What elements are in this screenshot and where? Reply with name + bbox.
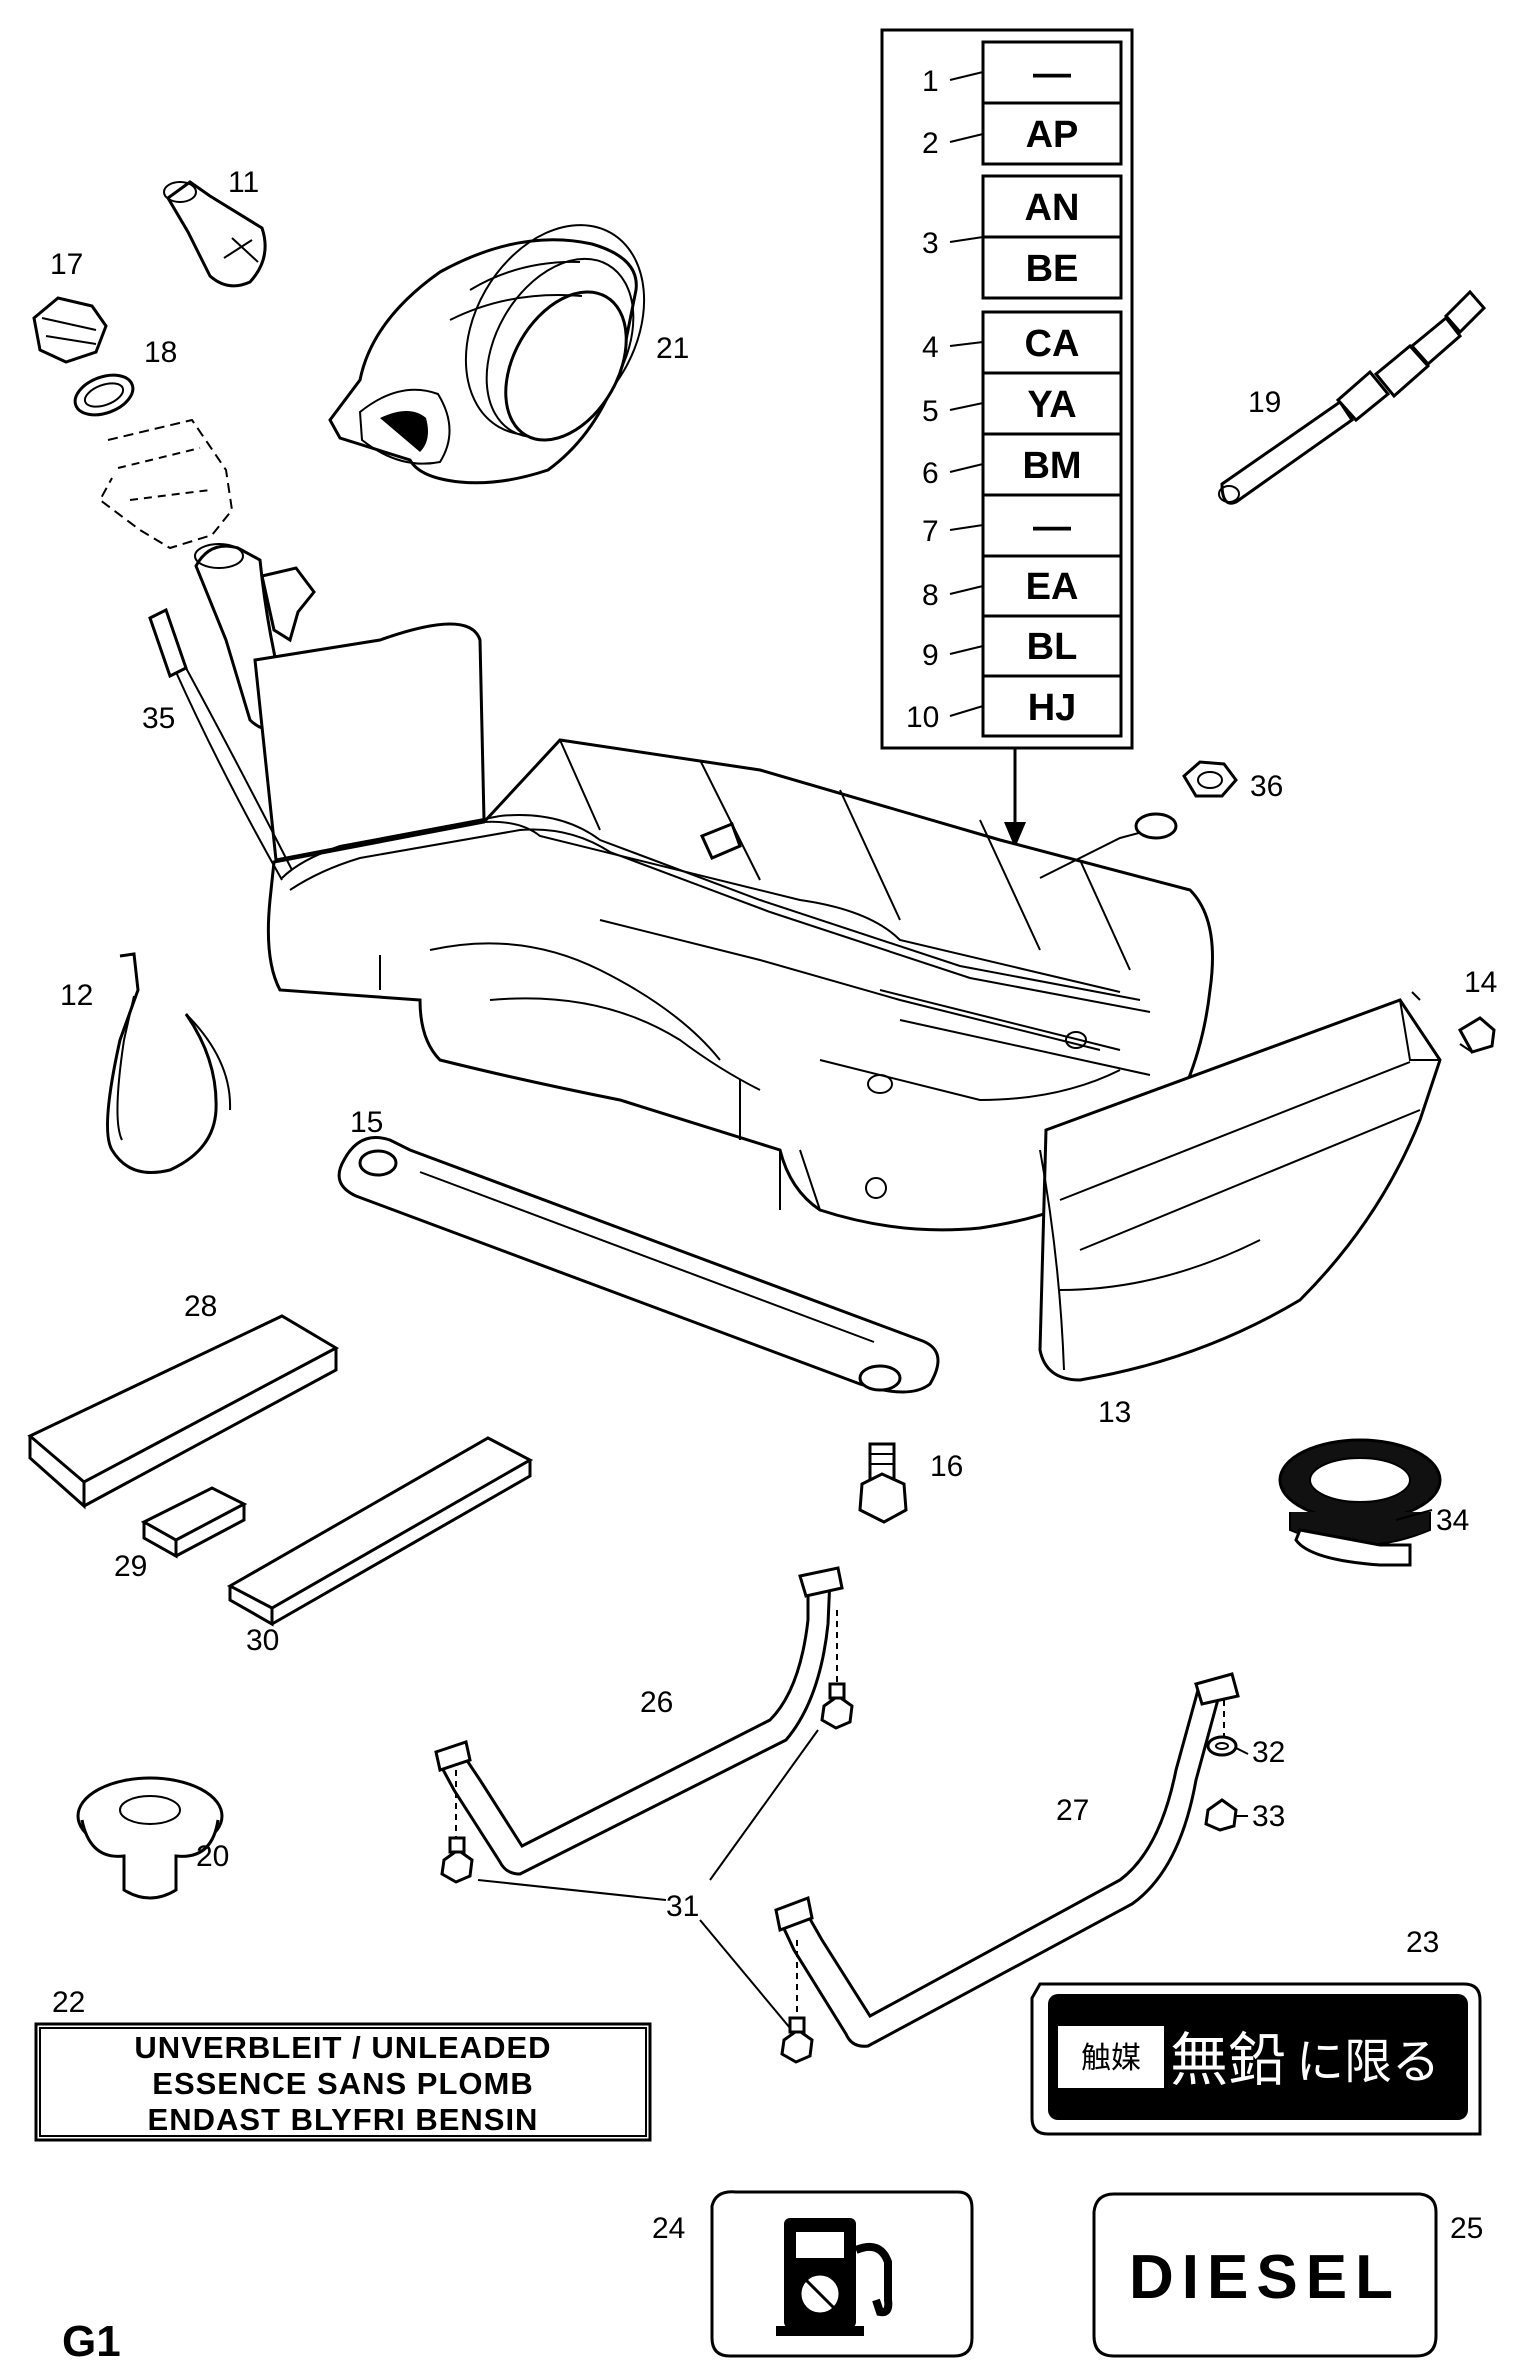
code-row-number: 5 xyxy=(922,395,939,428)
callout-31: 31 xyxy=(666,1890,699,1923)
label-23-tail-text: に限る xyxy=(1296,2034,1440,2090)
part-34-tape-roll xyxy=(1278,1438,1442,1567)
code-table-frame xyxy=(880,28,1134,750)
part-19-hose-connector xyxy=(1218,289,1487,505)
part-26-tank-strap xyxy=(434,1566,844,1876)
part-12-cable-tie xyxy=(106,952,232,1174)
callout-28: 28 xyxy=(184,1290,217,1323)
callout-13: 13 xyxy=(1098,1396,1131,1429)
part-18-seal-ring xyxy=(73,373,135,417)
fuel-pump-icon xyxy=(776,2218,893,2336)
code-row-number: 2 xyxy=(922,127,939,160)
code-row-number: 1 xyxy=(922,65,939,98)
label-22-line: UNVERBLEIT / UNLEADED xyxy=(134,2030,551,2065)
code-row-number: 4 xyxy=(922,331,939,364)
callout-leaders xyxy=(1235,1509,1433,1817)
part-35-wire-harness xyxy=(148,607,293,881)
part-30-pad xyxy=(226,1436,534,1627)
code-row-number: 7 xyxy=(922,515,939,548)
part-25-diesel-label: DIESEL xyxy=(1092,2192,1438,2358)
part-28-pad xyxy=(27,1314,340,1510)
part-17-cap xyxy=(32,296,108,364)
callout-24: 24 xyxy=(652,2212,685,2245)
callout-25: 25 xyxy=(1450,2212,1483,2245)
code-value: — xyxy=(1033,506,1071,548)
part-23-japanese-label: 触媒 無鉛 に限る xyxy=(1030,1982,1482,2136)
part-14-bolt xyxy=(1457,1016,1496,1054)
filler-shroud-outline xyxy=(98,418,234,550)
part-20-plug xyxy=(76,1776,224,1900)
part-fuel-tank xyxy=(194,543,1214,1232)
code-value: BM xyxy=(1022,445,1081,487)
code-value: HJ xyxy=(1028,687,1077,729)
callout-21: 21 xyxy=(656,332,689,365)
callout-19: 19 xyxy=(1248,386,1281,419)
callout-27: 27 xyxy=(1056,1794,1089,1827)
code-value: CA xyxy=(1025,323,1080,365)
callout-16: 16 xyxy=(930,1450,963,1483)
callout-18: 18 xyxy=(144,336,177,369)
part-33-nut xyxy=(1204,1798,1238,1832)
part-21-filler-boot xyxy=(328,224,646,485)
callout-22: 22 xyxy=(52,1986,85,2019)
part-32-washer xyxy=(1206,1735,1238,1757)
callout-20: 20 xyxy=(196,1840,229,1873)
part-16-bolt xyxy=(858,1442,908,1524)
callout-30: 30 xyxy=(246,1624,279,1657)
label-23-small-text: 触媒 xyxy=(1081,2041,1141,2076)
callout-32: 32 xyxy=(1252,1736,1285,1769)
callout-33: 33 xyxy=(1252,1800,1285,1833)
part-27-tank-strap xyxy=(774,1672,1240,2048)
code-row-number: 9 xyxy=(922,639,939,672)
part-13-heat-shield xyxy=(1038,991,1442,1382)
callout-17: 17 xyxy=(50,248,83,281)
part-24-fuel-pump-label xyxy=(710,2190,974,2358)
code-group-4-10 xyxy=(981,310,1123,738)
callout-34: 34 xyxy=(1436,1504,1469,1537)
part-15-tank-strap xyxy=(337,1136,940,1394)
callout-numbers: 11 12 13 14 15 16 17 18 19 20 21 22 23 2… xyxy=(50,166,1497,2245)
code-row-number: 3 xyxy=(922,227,939,260)
code-row-number: 10 xyxy=(906,701,939,734)
part-36-nut xyxy=(1182,760,1238,798)
part-29-pad xyxy=(140,1486,248,1559)
part-31-bolts xyxy=(440,1610,1225,2064)
callout-12: 12 xyxy=(60,979,93,1012)
part-22-unleaded-label: UNVERBLEIT / UNLEADED ESSENCE SANS PLOMB… xyxy=(34,2022,652,2142)
code-row-number: 6 xyxy=(922,457,939,490)
code-value: BL xyxy=(1027,626,1078,668)
callout-26: 26 xyxy=(640,1686,673,1719)
code-value: BE xyxy=(1026,248,1079,290)
code-value: EA xyxy=(1026,566,1079,608)
label-22-line: ESSENCE SANS PLOMB xyxy=(152,2066,533,2101)
label-25-text: DIESEL xyxy=(1129,2243,1401,2312)
callout-29: 29 xyxy=(114,1550,147,1583)
code-value: — xyxy=(1033,53,1071,95)
label-22-line: ENDAST BLYFRI BENSIN xyxy=(148,2102,539,2137)
callout-14: 14 xyxy=(1464,966,1497,999)
callout-23: 23 xyxy=(1406,1926,1439,1959)
code-value: AP xyxy=(1026,114,1079,156)
part-11-filler-cap xyxy=(163,180,267,288)
callout-11: 11 xyxy=(228,166,259,199)
code-value: AN xyxy=(1025,187,1080,229)
figure-id: G1 xyxy=(62,2317,121,2366)
code-value: YA xyxy=(1027,384,1076,426)
callout-35: 35 xyxy=(142,702,175,735)
code-table: 1 2 3 4 5 6 7 8 9 10 — AP AN BE CA YA BM… xyxy=(880,28,1134,848)
callout-36: 36 xyxy=(1250,770,1283,803)
code-row-number: 8 xyxy=(922,579,939,612)
callout-15: 15 xyxy=(350,1106,383,1139)
label-23-big-text: 無鉛 xyxy=(1170,2026,1286,2094)
